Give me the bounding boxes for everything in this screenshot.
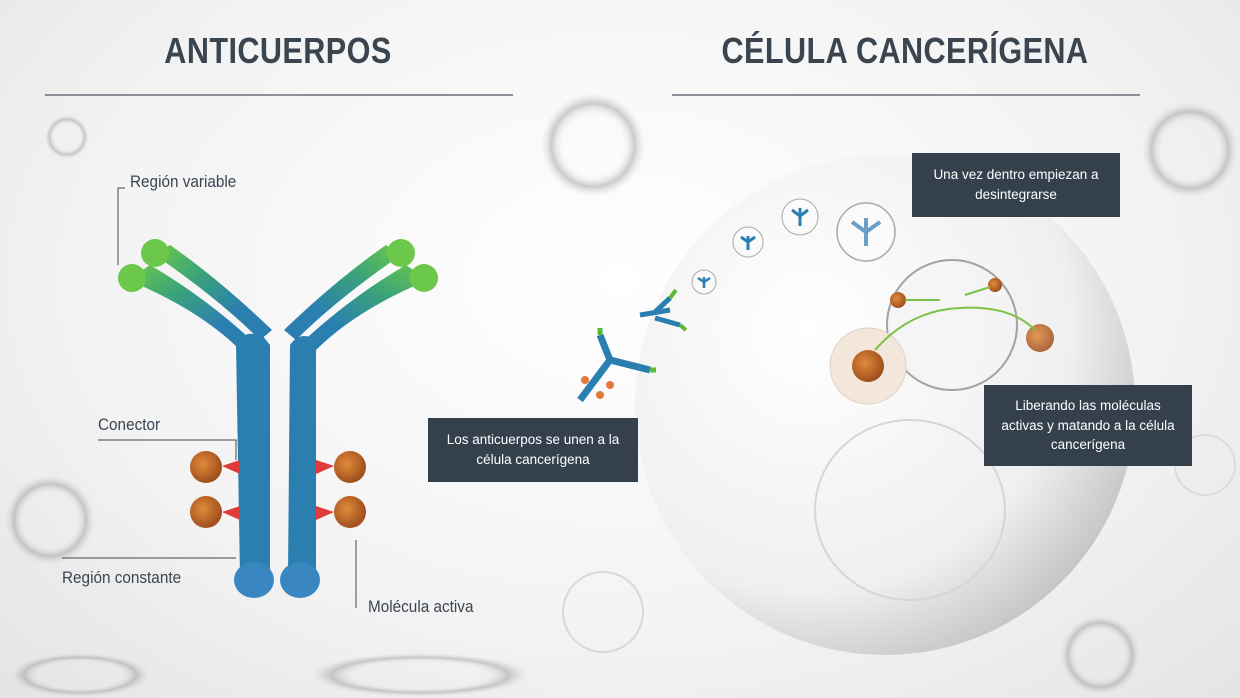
- active-molecule-icon: [190, 451, 222, 483]
- step-box-disintegrate: Una vez dentro empiezan a desintegrarse: [912, 153, 1120, 217]
- label-active-molecule: Molécula activa: [368, 597, 474, 616]
- active-molecule-icon: [334, 496, 366, 528]
- cancer-cell-divider: [672, 94, 1140, 96]
- cancer-cell-illustration: [577, 155, 1135, 655]
- antibodies-divider: [45, 94, 513, 96]
- step-box-release: Liberando las moléculas activas y matand…: [984, 385, 1192, 466]
- cancer-cell-title: CÉLULA CANCERÍGENA: [721, 30, 1089, 71]
- label-connector: Conector: [98, 415, 161, 434]
- background-bubbles: [5, 93, 1238, 697]
- antibodies-title: ANTICUERPOS: [164, 30, 392, 71]
- active-molecule-icon: [334, 451, 366, 483]
- antibody-illustration: [118, 239, 438, 598]
- step-box-bind: Los anticuerpos se unen a la célula canc…: [428, 418, 638, 482]
- label-variable-region: Región variable: [130, 172, 237, 191]
- active-molecule-icon: [190, 496, 222, 528]
- label-constant-region: Región constante: [62, 568, 182, 587]
- leader-lines: [62, 187, 357, 608]
